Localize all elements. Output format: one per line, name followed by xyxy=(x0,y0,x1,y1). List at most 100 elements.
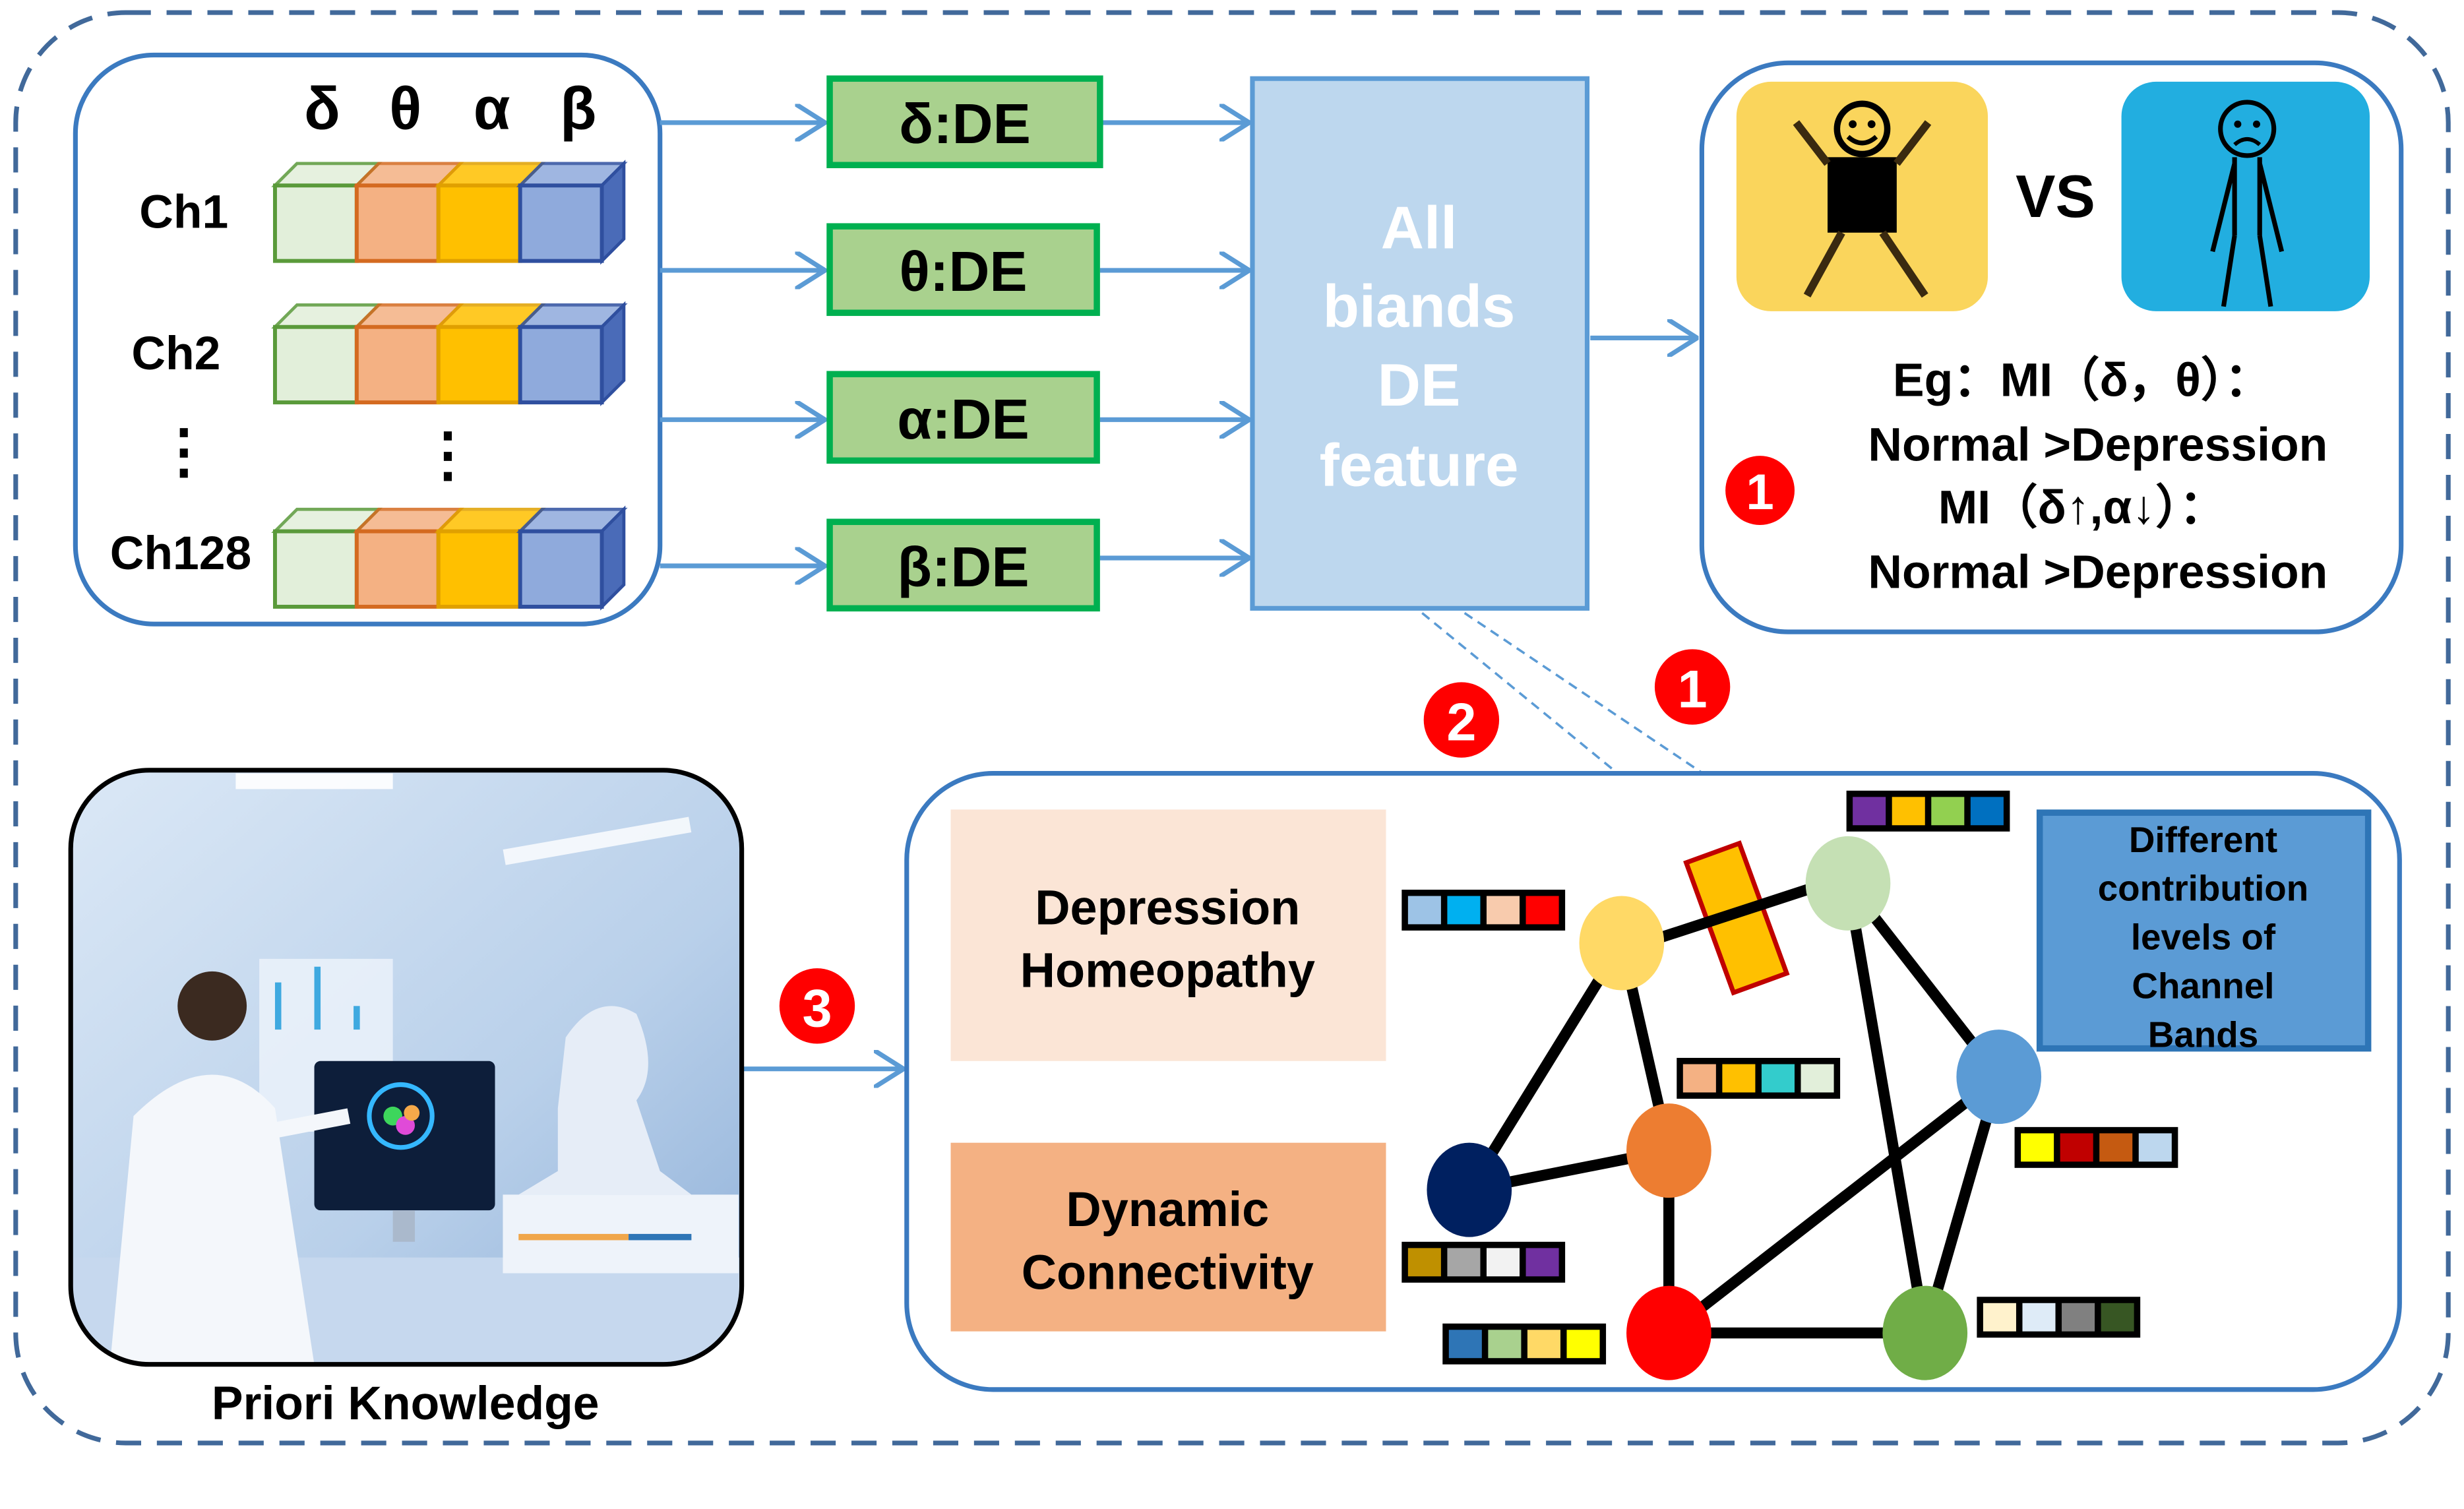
svg-text:β:DE: β:DE xyxy=(898,536,1030,599)
channel-label-ch1: Ch1 xyxy=(139,186,228,239)
svg-text:Channel: Channel xyxy=(2132,965,2274,1006)
svg-text:Eg：MI（δ，θ）：: Eg：MI（δ，θ）： xyxy=(1893,354,2271,407)
channel-label-ch128: Ch128 xyxy=(110,527,251,580)
svg-text:1: 1 xyxy=(1678,660,1708,719)
swatch-cell xyxy=(2101,1303,2134,1332)
swatch-cell xyxy=(2022,1303,2056,1332)
band-cube xyxy=(353,303,464,405)
edge-yellow-lightgreen xyxy=(1657,884,1813,942)
swatch-cell xyxy=(2062,1303,2095,1332)
band-cube xyxy=(435,507,546,609)
band-label-beta: β xyxy=(560,75,596,142)
swatch-cell xyxy=(1722,1064,1756,1093)
swatch-cell xyxy=(1525,1248,1559,1277)
dynamic-connectivity-box: Dynamic Connectivity xyxy=(950,1142,1386,1332)
sad-figure-icon xyxy=(2121,81,2370,311)
swatch-cell xyxy=(1983,1303,2016,1332)
svg-text:Dynamic: Dynamic xyxy=(1066,1182,1269,1237)
swatch-cell xyxy=(1525,896,1559,925)
band-cube xyxy=(516,505,628,611)
swatch-cell xyxy=(1931,797,1965,826)
svg-text:contribution: contribution xyxy=(2098,868,2309,909)
svg-text:Bands: Bands xyxy=(2148,1014,2258,1055)
svg-text:Connectivity: Connectivity xyxy=(1022,1245,1314,1299)
channel-ellipsis: ⋮ xyxy=(154,418,214,485)
band-label-alpha: α xyxy=(474,75,510,142)
band-cube xyxy=(271,162,383,263)
edge-lightgreen-green xyxy=(1842,882,1930,1334)
band-arrows xyxy=(660,123,1698,1069)
svg-text:Normal >Depression: Normal >Depression xyxy=(1868,418,2327,471)
swatch-cell xyxy=(2021,1133,2054,1162)
node-navy xyxy=(1427,1142,1512,1237)
channel-band-swatch xyxy=(1401,889,1566,931)
swatch-cell xyxy=(2099,1133,2133,1162)
svg-text:1: 1 xyxy=(1746,464,1773,520)
comparison-panel: VS Eg：MI（δ，θ）： Normal >Depression MI（δ↑,… xyxy=(1699,60,2404,634)
svg-text:2: 2 xyxy=(1446,693,1476,753)
svg-text:biands: biands xyxy=(1323,274,1516,340)
badge-1: 1 xyxy=(1654,649,1731,725)
de-box-beta: β:DE xyxy=(826,518,1100,612)
svg-text:Normal >Depression: Normal >Depression xyxy=(1868,545,2327,598)
svg-text:All: All xyxy=(1381,195,1458,262)
all-bands-de-feature-box: All biands DE feature xyxy=(1250,76,1590,611)
swatch-cell xyxy=(2060,1133,2093,1162)
depression-homeopathy-box: Depression Homeopathy xyxy=(950,809,1386,1061)
channel-band-swatch xyxy=(1401,1241,1566,1283)
happy-figure-icon xyxy=(1736,81,1988,311)
band-cube xyxy=(516,160,628,265)
node-red xyxy=(1626,1285,1711,1380)
svg-text:δ:DE: δ:DE xyxy=(899,92,1031,156)
band-cube xyxy=(271,303,383,405)
channel-label-ch2: Ch2 xyxy=(131,327,220,380)
svg-text:3: 3 xyxy=(802,979,832,1038)
swatch-cell xyxy=(1853,797,1886,826)
band-label-theta: θ xyxy=(389,75,421,142)
swatch-cell xyxy=(1447,1248,1481,1277)
swatch-cell xyxy=(1801,1064,1834,1093)
edge-red-blue xyxy=(1665,1072,2002,1338)
swatch-cell xyxy=(1407,896,1441,925)
badge-1-comparison: 1 xyxy=(1725,456,1795,526)
band-cube xyxy=(271,507,383,609)
de-box-delta: δ:DE xyxy=(826,75,1103,169)
svg-text:Different: Different xyxy=(2129,819,2277,860)
svg-text:feature: feature xyxy=(1320,432,1519,499)
band-label-delta: δ xyxy=(304,75,340,142)
cube-ellipsis: ⋮ xyxy=(418,421,478,488)
vs-label: VS xyxy=(2016,164,2095,230)
swatch-cell xyxy=(1527,1330,1560,1359)
channel-band-swatch xyxy=(1846,790,2010,832)
eeg-input-block: δ θ α β Ch1 Ch2 ⋮ ⋮ Ch128 xyxy=(73,52,663,627)
swatch-cell xyxy=(1407,1248,1441,1277)
badge-2: 2 xyxy=(1423,682,1500,758)
node-lightgreen xyxy=(1805,836,1891,931)
de-box-alpha: α:DE xyxy=(826,371,1100,464)
swatch-cell xyxy=(1448,1330,1482,1359)
connectivity-graph-panel: Depression Homeopathy Dynamic Connectivi… xyxy=(904,771,2402,1392)
band-cube xyxy=(516,301,628,406)
svg-text:θ:DE: θ:DE xyxy=(900,240,1028,303)
node-yellow xyxy=(1579,896,1665,991)
svg-text:levels of: levels of xyxy=(2131,917,2276,958)
node-orange xyxy=(1626,1103,1711,1198)
svg-text:Homeopathy: Homeopathy xyxy=(1020,943,1315,998)
edge-yellow-navy xyxy=(1464,940,1626,1193)
node-green xyxy=(1882,1285,1968,1380)
contribution-levels-box: Different contribution levels of Channel… xyxy=(2036,809,2372,1055)
de-box-theta: θ:DE xyxy=(826,223,1100,317)
swatch-cell xyxy=(2138,1133,2172,1162)
channel-band-swatch xyxy=(1977,1297,2141,1338)
channel-band-swatch xyxy=(1677,1057,1841,1099)
svg-text:Depression: Depression xyxy=(1035,880,1300,935)
svg-text:MI（δ↑,α↓）：: MI（δ↑,α↓）： xyxy=(1938,481,2227,534)
channel-band-swatch xyxy=(2014,1126,2178,1168)
channel-band-swatch xyxy=(1442,1323,1607,1365)
svg-text:α:DE: α:DE xyxy=(897,388,1029,451)
swatch-cell xyxy=(1447,896,1481,925)
outer-dashed-frame xyxy=(13,10,2451,1446)
swatch-cell xyxy=(1486,1248,1520,1277)
swatch-cell xyxy=(1892,797,1925,826)
